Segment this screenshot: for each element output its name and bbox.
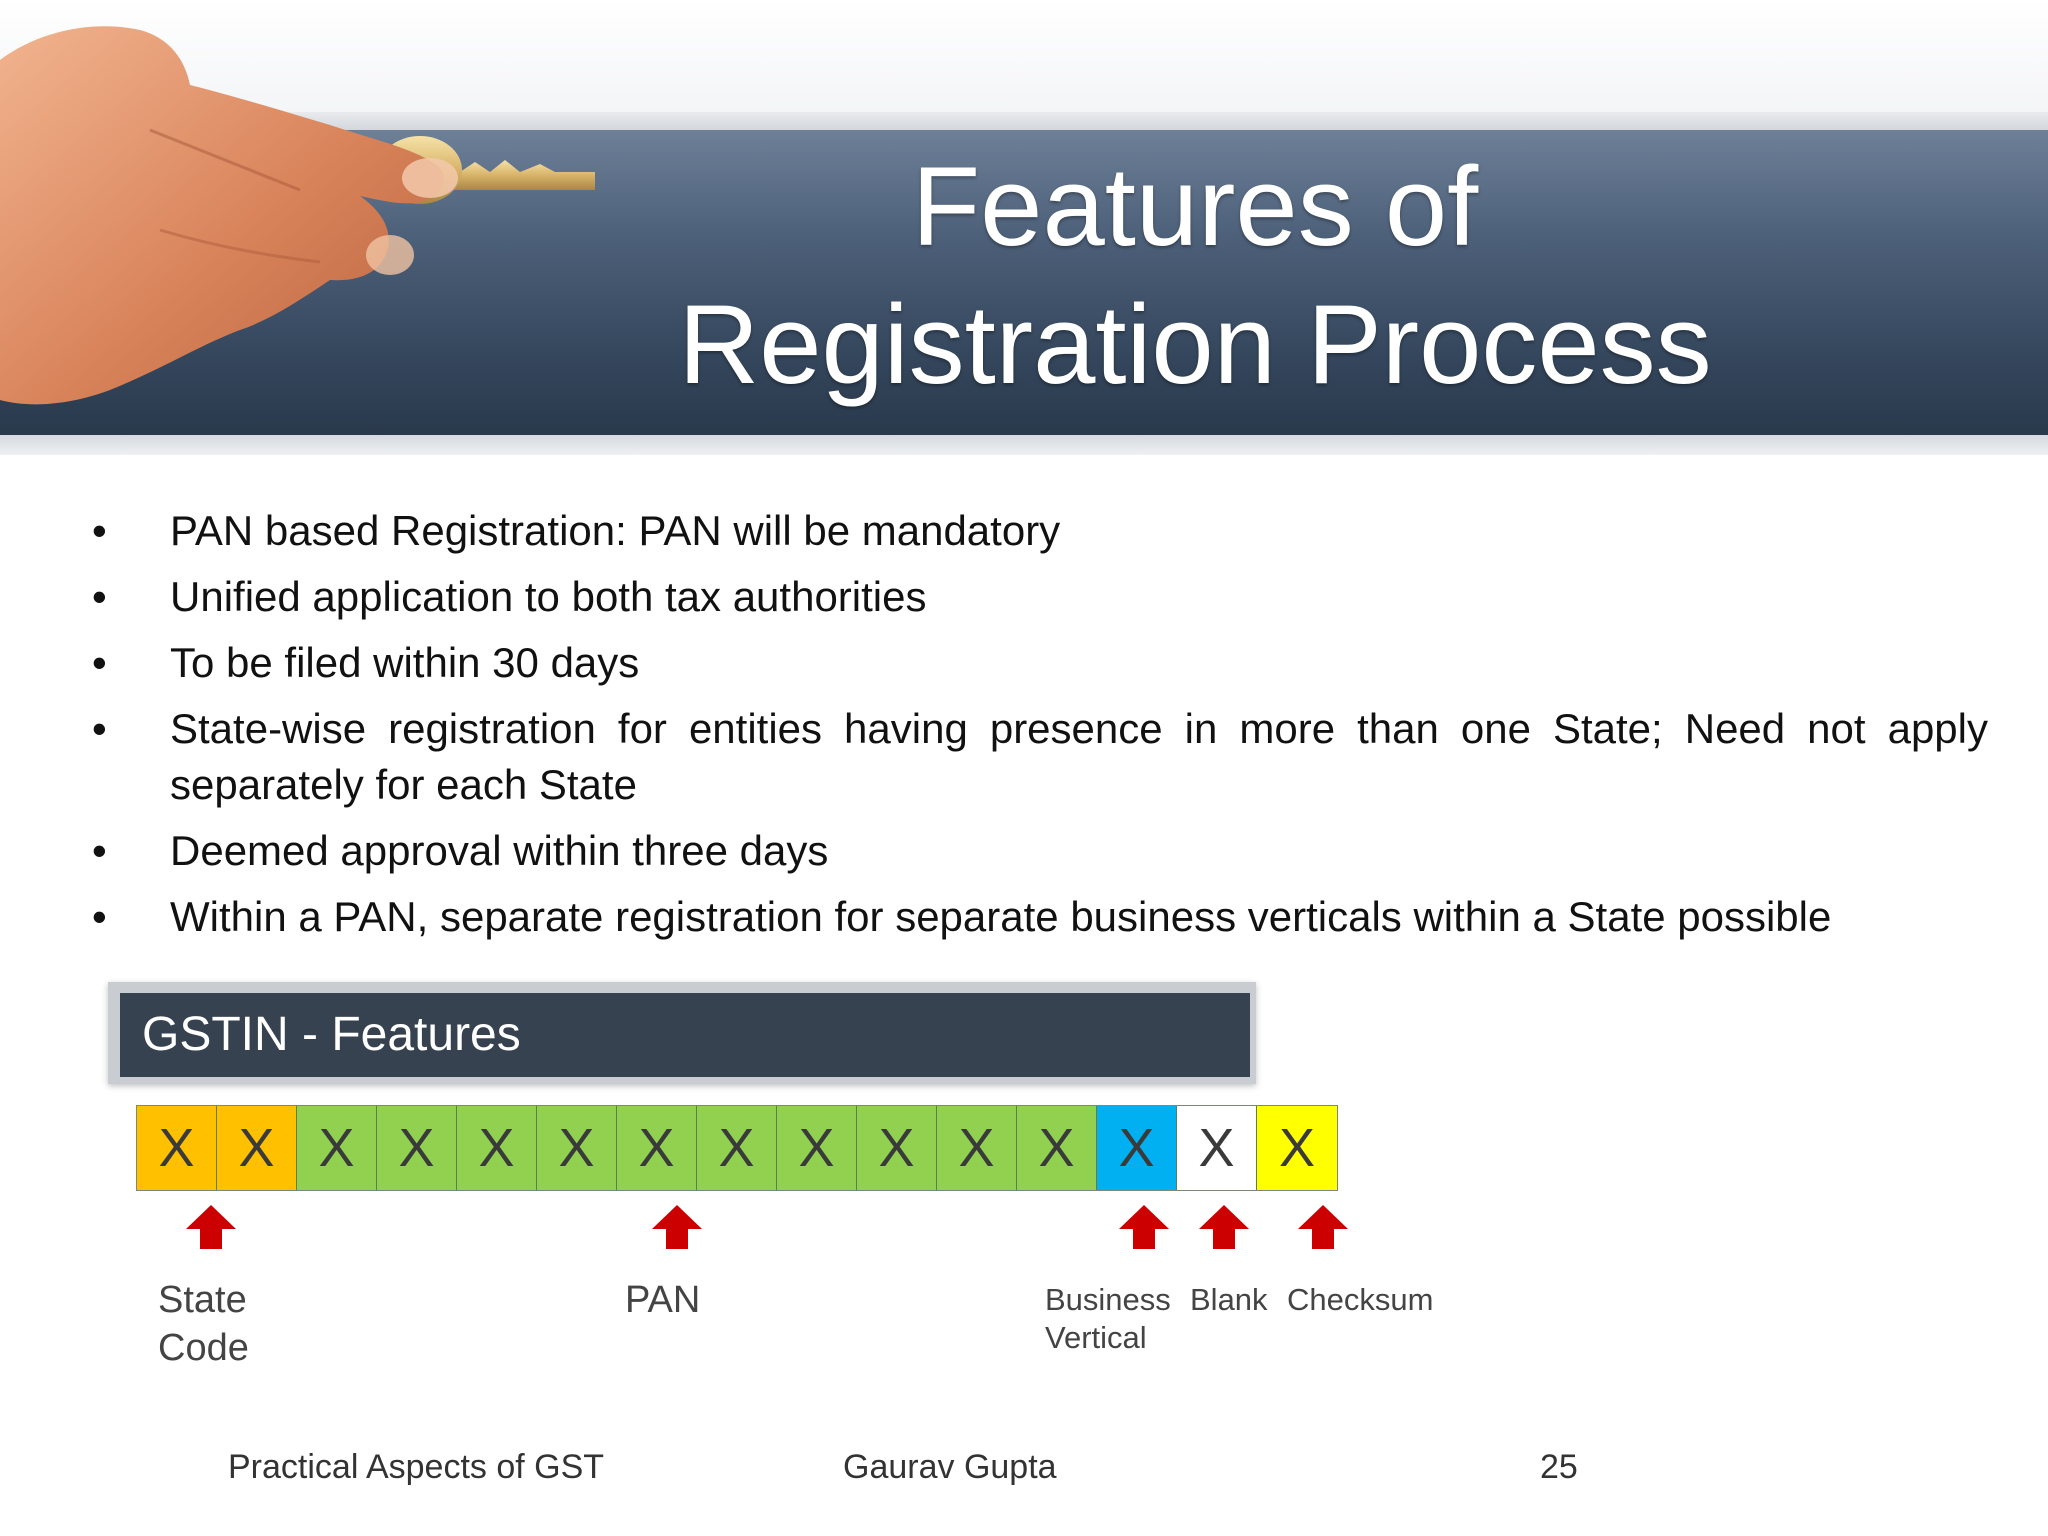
gstin-cell: X xyxy=(457,1106,537,1190)
bullet-item: • PAN based Registration: PAN will be man… xyxy=(92,503,1988,559)
bullet-item: • State-wise registration for entities ha… xyxy=(92,701,1988,813)
bullet-icon: • xyxy=(92,507,107,554)
bullet-icon: • xyxy=(92,893,107,940)
gstin-cell: X xyxy=(217,1106,297,1190)
bullet-icon: • xyxy=(92,705,107,752)
bullet-text: PAN based Registration: PAN will be mand… xyxy=(170,507,1061,554)
footer-title: Practical Aspects of GST xyxy=(228,1448,605,1486)
business-vertical-label: Business Vertical xyxy=(1045,1282,1171,1355)
top-background xyxy=(0,0,2048,112)
bullet-text: Deemed approval within three days xyxy=(170,827,829,874)
title-line-2: Registration Process xyxy=(678,282,1712,407)
gstin-cell: X xyxy=(377,1106,457,1190)
up-arrow-icon xyxy=(1199,1205,1249,1249)
bullet-item: • Deemed approval within three days xyxy=(92,823,1988,879)
gstin-cell: X xyxy=(297,1106,377,1190)
gstin-cell: X xyxy=(1257,1106,1337,1190)
footer-author: Gaurav Gupta xyxy=(843,1448,1057,1486)
bullet-icon: • xyxy=(92,827,107,874)
gstin-cell: X xyxy=(1017,1106,1097,1190)
gstin-cell: X xyxy=(137,1106,217,1190)
gstin-cell: X xyxy=(617,1106,697,1190)
gstin-cell: X xyxy=(537,1106,617,1190)
page-number: 25 xyxy=(1540,1448,1578,1486)
state-code-label: State Code xyxy=(158,1279,249,1369)
gstin-cell: X xyxy=(857,1106,937,1190)
gstin-cell: X xyxy=(1177,1106,1257,1190)
up-arrow-icon xyxy=(1119,1205,1169,1249)
hand-with-key-image xyxy=(0,26,595,405)
gstin-cell: X xyxy=(937,1106,1017,1190)
gstin-cell: X xyxy=(777,1106,857,1190)
bullet-item: • To be filed within 30 days xyxy=(92,635,1988,691)
checksum-label: Checksum xyxy=(1287,1282,1434,1317)
up-arrow-icon xyxy=(652,1205,702,1249)
bullet-item: • Unified application to both tax authori… xyxy=(92,569,1988,625)
bullet-text: Within a PAN, separate registration for … xyxy=(170,893,1832,940)
bullet-text: Unified application to both tax authorit… xyxy=(170,573,927,620)
bullet-icon: • xyxy=(92,573,107,620)
pan-label: PAN xyxy=(625,1279,701,1321)
up-arrow-icon xyxy=(186,1205,236,1249)
bullet-text: State-wise registration for entities hav… xyxy=(170,705,1988,808)
slide-title: Features of Registration Process xyxy=(600,138,1790,414)
gstin-cell: X xyxy=(1097,1106,1177,1190)
bullet-text: To be filed within 30 days xyxy=(170,639,640,686)
blank-label: Blank xyxy=(1190,1282,1268,1317)
gstin-header: GSTIN - Features xyxy=(120,993,1250,1077)
feature-bullet-list: • PAN based Registration: PAN will be man… xyxy=(92,503,1988,955)
gstin-cell: X xyxy=(697,1106,777,1190)
banner-top-edge xyxy=(0,112,2048,130)
bullet-icon: • xyxy=(92,639,107,686)
title-line-1: Features of xyxy=(911,144,1479,269)
bullet-item: • Within a PAN, separate registration for… xyxy=(92,889,1988,945)
up-arrow-icon xyxy=(1298,1205,1348,1249)
banner-bottom-edge xyxy=(0,435,2048,455)
